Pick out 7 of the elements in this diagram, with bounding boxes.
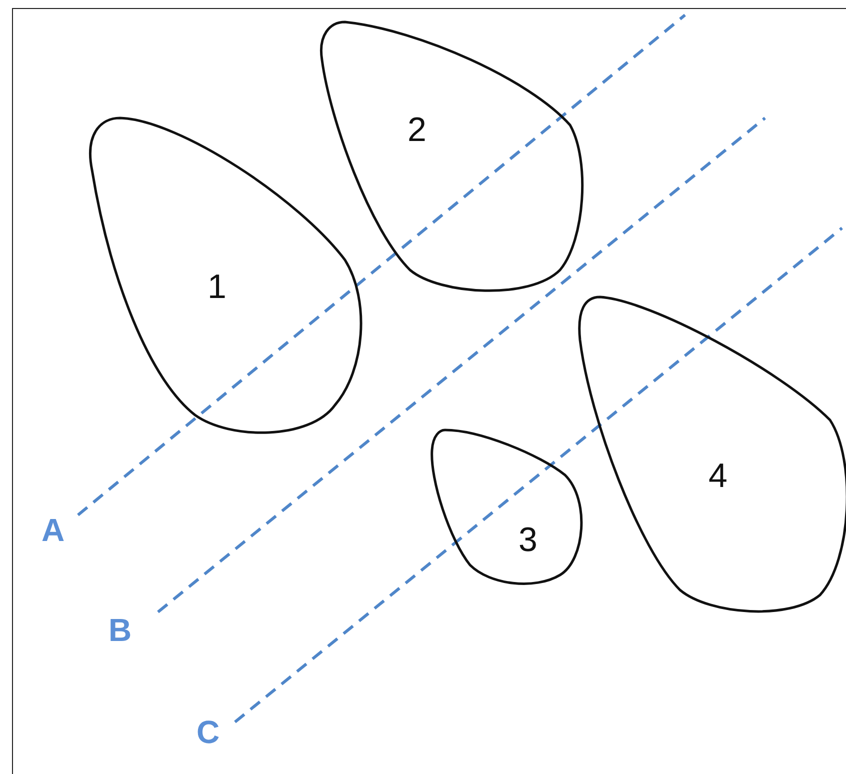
shape-number: 3	[518, 523, 538, 557]
section-label: C	[196, 716, 220, 748]
shape-number: 1	[208, 270, 226, 304]
shape-number: 2	[408, 113, 426, 147]
section-label: B	[108, 614, 132, 646]
shape-number: 4	[708, 459, 728, 493]
section-label: A	[41, 514, 65, 546]
